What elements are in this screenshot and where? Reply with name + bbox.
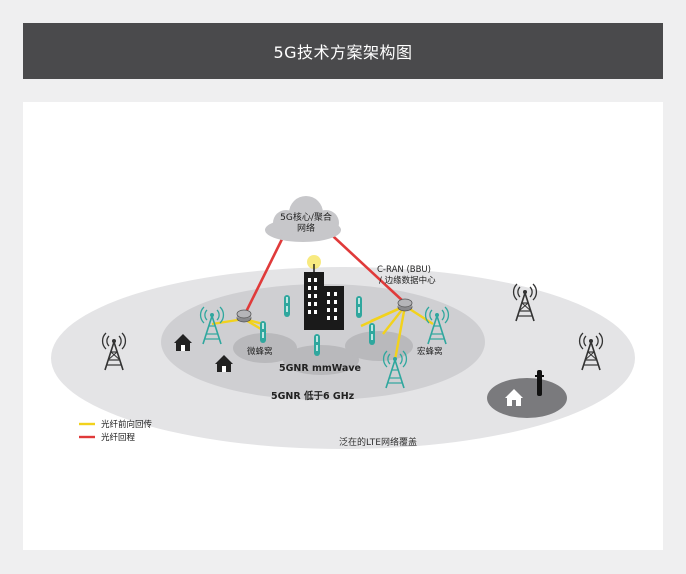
small-cell-icon xyxy=(356,296,362,318)
micro-cell-area xyxy=(233,333,297,363)
sub6-label: 5GNR 低于6 GHz xyxy=(271,390,355,402)
legend: 光纤前向回传 光纤回程 xyxy=(79,419,153,443)
building-icon xyxy=(304,255,344,330)
small-cell-icon xyxy=(314,334,320,356)
router-icon-left xyxy=(236,309,252,323)
backhaul-line-right xyxy=(320,224,406,304)
micro-cell-label: 微蜂窝 xyxy=(247,346,273,357)
legend-label-fronthaul: 光纤前向回传 xyxy=(101,419,153,430)
core-cloud-line2: 网络 xyxy=(297,222,315,234)
core-cloud-line1: 5G核心/聚合 xyxy=(280,211,332,223)
legend-label-backhaul: 光纤回程 xyxy=(101,432,136,443)
diagram-panel: 5G核心/聚合 网络 xyxy=(23,102,663,550)
house-icon xyxy=(505,389,523,406)
cran-label-line1: C-RAN (BBU) xyxy=(377,265,431,275)
header-bar: 5G技术方案架构图 xyxy=(23,23,663,79)
core-network-cloud: 5G核心/聚合 网络 xyxy=(265,196,341,242)
mmwave-label: 5GNR mmWave xyxy=(279,363,361,374)
router-icon-right xyxy=(397,298,413,312)
macro-cell-label: 宏蜂窝 xyxy=(417,346,443,357)
small-cell-icon xyxy=(369,323,375,345)
remote-island-area xyxy=(487,378,567,418)
architecture-diagram: 5G核心/聚合 网络 xyxy=(51,196,635,449)
mmwave-cell-area xyxy=(283,345,359,375)
cran-label-line2: / 边缘数据中心 xyxy=(379,275,436,286)
remote-antenna-icon xyxy=(535,370,544,396)
macro-cell-area xyxy=(345,331,413,361)
small-cell-icon xyxy=(260,321,266,343)
backhaul-line-left xyxy=(242,226,290,317)
lte-coverage-label: 泛在的LTE网络覆盖 xyxy=(339,436,417,448)
small-cell-icon xyxy=(284,295,290,317)
page-title: 5G技术方案架构图 xyxy=(273,43,413,62)
